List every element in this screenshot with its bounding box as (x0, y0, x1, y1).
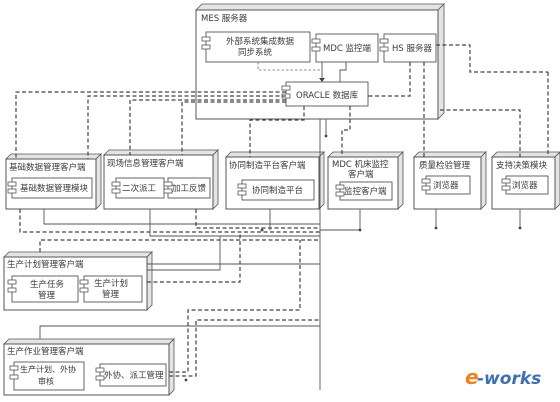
dispatch-label: 二次派工 (122, 183, 157, 194)
outsrc-label-2: 审核 (38, 376, 54, 386)
watermark-works: -works (477, 369, 541, 389)
collab-client-node: 协同制造平台客户端 协同制造平台 (225, 151, 325, 210)
basic-data-client-node: 基础数据管理客户端 基础数据管理模块 (5, 153, 102, 210)
ext-sync-label-2: 同步系统 (238, 47, 273, 58)
eworks-watermark: e -works (465, 365, 541, 389)
mdc-client-title-1: MDC 机床监控 (332, 159, 389, 170)
collab-client-title: 协同制造平台客户端 (229, 160, 306, 171)
quality-module-label: 浏览器 (433, 180, 459, 191)
feedback-label: 加工反馈 (172, 183, 207, 194)
ops-client-title: 生产作业管理客户端 (7, 346, 84, 357)
decision-client-node: 支持决策模块 浏览器 (491, 151, 560, 210)
mdc-monitor-label: MDC 监控端 (323, 43, 372, 54)
server-internal-links (257, 44, 548, 97)
basic-data-module-label: 基础数据管理模块 (20, 183, 89, 194)
mes-server-node: MES 服务器 (195, 3, 445, 120)
connections (15, 62, 549, 390)
site-info-client-node: 现场信息管理客户端 二次派工 加工反馈 (103, 149, 219, 210)
collab-module-label: 协同制造平台 (252, 185, 303, 196)
decision-client-title: 支持决策模块 (496, 160, 548, 171)
oracle-db-label: ORACLE 数据库 (296, 90, 359, 101)
mes-server-title: MES 服务器 (201, 13, 248, 24)
site-info-client-title: 现场信息管理客户端 (107, 158, 184, 169)
task-mgmt-label-2: 管理 (38, 290, 56, 301)
hs-server-label: HS 服务器 (392, 43, 432, 54)
oracle-db-component: ORACLE 数据库 (281, 81, 369, 107)
quality-client-node: 质量检验管理 浏览器 (413, 151, 487, 210)
mdc-monitor-component: MDC 监控端 (311, 33, 379, 63)
ext-sync-component: 外部系统集成数据 同步系统 (201, 31, 311, 63)
task-mgmt-label-1: 生产任务 (30, 279, 65, 290)
watermark-e: e (465, 365, 479, 389)
ops-client-node: 生产作业管理客户端 生产计划、外协 审核 外协、派工管理 (3, 338, 175, 396)
outsrc-label-1: 生产计划、外协 (20, 364, 76, 374)
plan-mgmt-label-1: 生产计划 (94, 278, 128, 289)
plan-client-node: 生产计划管理客户端 生产任务 管理 生产计划 管理 (3, 251, 153, 311)
plan-client-title: 生产计划管理客户端 (7, 259, 84, 270)
quality-client-title: 质量检验管理 (419, 160, 471, 171)
mdc-client-module-label: 监控客户端 (344, 186, 387, 197)
mdc-client-node: MDC 机床监控 客户端 监控客户端 (327, 151, 404, 210)
ops-dispatch-label: 外协、派工管理 (104, 370, 164, 381)
basic-data-client-title: 基础数据管理客户端 (9, 162, 86, 173)
ext-sync-label-1: 外部系统集成数据 (226, 36, 295, 47)
mdc-client-title-2: 客户端 (348, 169, 374, 180)
decision-module-label: 浏览器 (512, 180, 538, 191)
hs-server-component: HS 服务器 (379, 33, 437, 63)
plan-mgmt-label-2: 管理 (102, 289, 120, 300)
